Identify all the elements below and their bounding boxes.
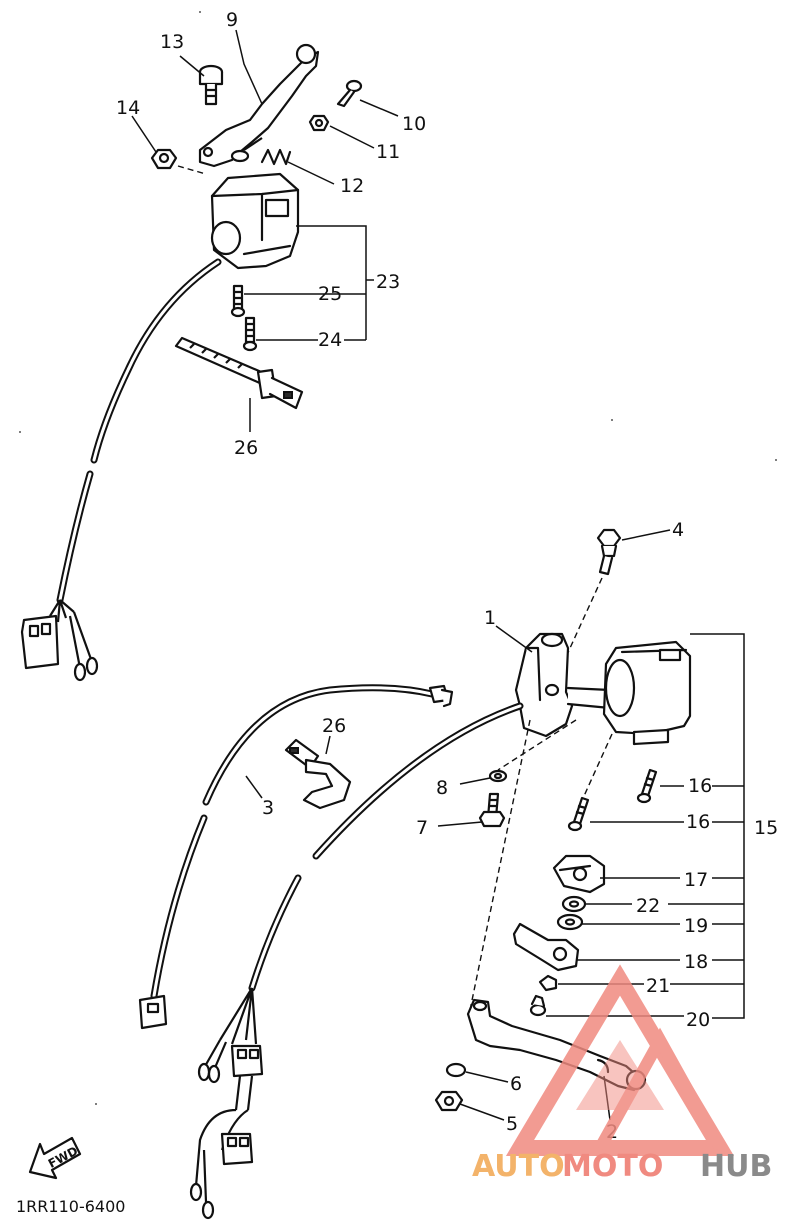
nut-11	[308, 114, 330, 132]
label-part-18: 18	[684, 951, 708, 973]
bolt-13	[198, 64, 224, 106]
label-part-7: 7	[416, 817, 428, 839]
label-part-16-lower: 16	[686, 811, 710, 833]
label-part-22: 22	[636, 895, 660, 917]
label-part-6: 6	[510, 1073, 522, 1095]
label-part-26-lower: 26	[322, 715, 346, 737]
washer-19	[556, 913, 584, 931]
label-part-23: 23	[376, 271, 400, 293]
part-18	[512, 922, 580, 972]
switch-housing-left	[210, 172, 300, 270]
cable-tie-26-upper	[174, 336, 304, 410]
label-part-5: 5	[506, 1113, 518, 1135]
screw-10	[336, 79, 363, 108]
nut-14	[150, 148, 207, 175]
label-part-17: 17	[684, 869, 708, 891]
cable-left-harness	[20, 258, 222, 682]
leader-lines	[131, 29, 745, 1121]
label-part-15: 15	[754, 817, 778, 839]
label-part-25: 25	[318, 283, 342, 305]
cable-3	[138, 684, 454, 1030]
label-part-8: 8	[436, 777, 448, 799]
label-part-13: 13	[160, 31, 184, 53]
label-part-19: 19	[684, 915, 708, 937]
lever-9	[198, 43, 320, 168]
spring-12	[260, 148, 292, 166]
fwd-arrow-icon: FWD	[28, 1136, 82, 1180]
bolt-7	[478, 792, 506, 828]
watermark-logo	[505, 964, 735, 1156]
label-part-3: 3	[262, 797, 274, 819]
washer-6	[445, 1062, 467, 1078]
screw-24	[242, 316, 258, 352]
bracket-23	[296, 225, 374, 340]
screw-25	[230, 284, 246, 318]
label-part-1: 1	[484, 607, 496, 629]
nut-5	[434, 1090, 464, 1112]
assembly-line-washer	[497, 719, 577, 771]
label-part-4: 4	[672, 519, 684, 541]
holder-1	[514, 632, 612, 738]
assembly-line-lever	[469, 719, 531, 1011]
label-part-11: 11	[376, 141, 400, 163]
screw-20	[529, 994, 547, 1017]
label-part-14: 14	[116, 97, 140, 119]
washer-22	[561, 895, 587, 913]
screw-16-right	[636, 768, 658, 804]
switch-housing-right	[602, 640, 692, 746]
part-17	[552, 854, 606, 894]
cable-tie-26-lower	[284, 738, 352, 810]
label-part-9: 9	[226, 9, 238, 31]
label-part-26-upper: 26	[234, 437, 258, 459]
watermark-text-moto: MOTO	[562, 1149, 663, 1184]
clip-21	[538, 974, 558, 992]
label-part-10: 10	[402, 113, 426, 135]
diagram-code: 1RR110-6400	[16, 1197, 125, 1216]
label-part-24: 24	[318, 329, 342, 351]
screw-16-left	[567, 733, 613, 832]
scan-specks	[19, 11, 777, 1105]
label-part-20: 20	[686, 1009, 710, 1031]
cable-right-harness	[189, 702, 524, 1220]
washer-8	[488, 769, 508, 783]
label-part-21: 21	[646, 975, 670, 997]
watermark-text-auto: AUTO	[472, 1149, 565, 1184]
label-part-12: 12	[340, 175, 364, 197]
label-part-16-upper: 16	[688, 775, 712, 797]
watermark-text-hub: HUB	[700, 1149, 772, 1184]
